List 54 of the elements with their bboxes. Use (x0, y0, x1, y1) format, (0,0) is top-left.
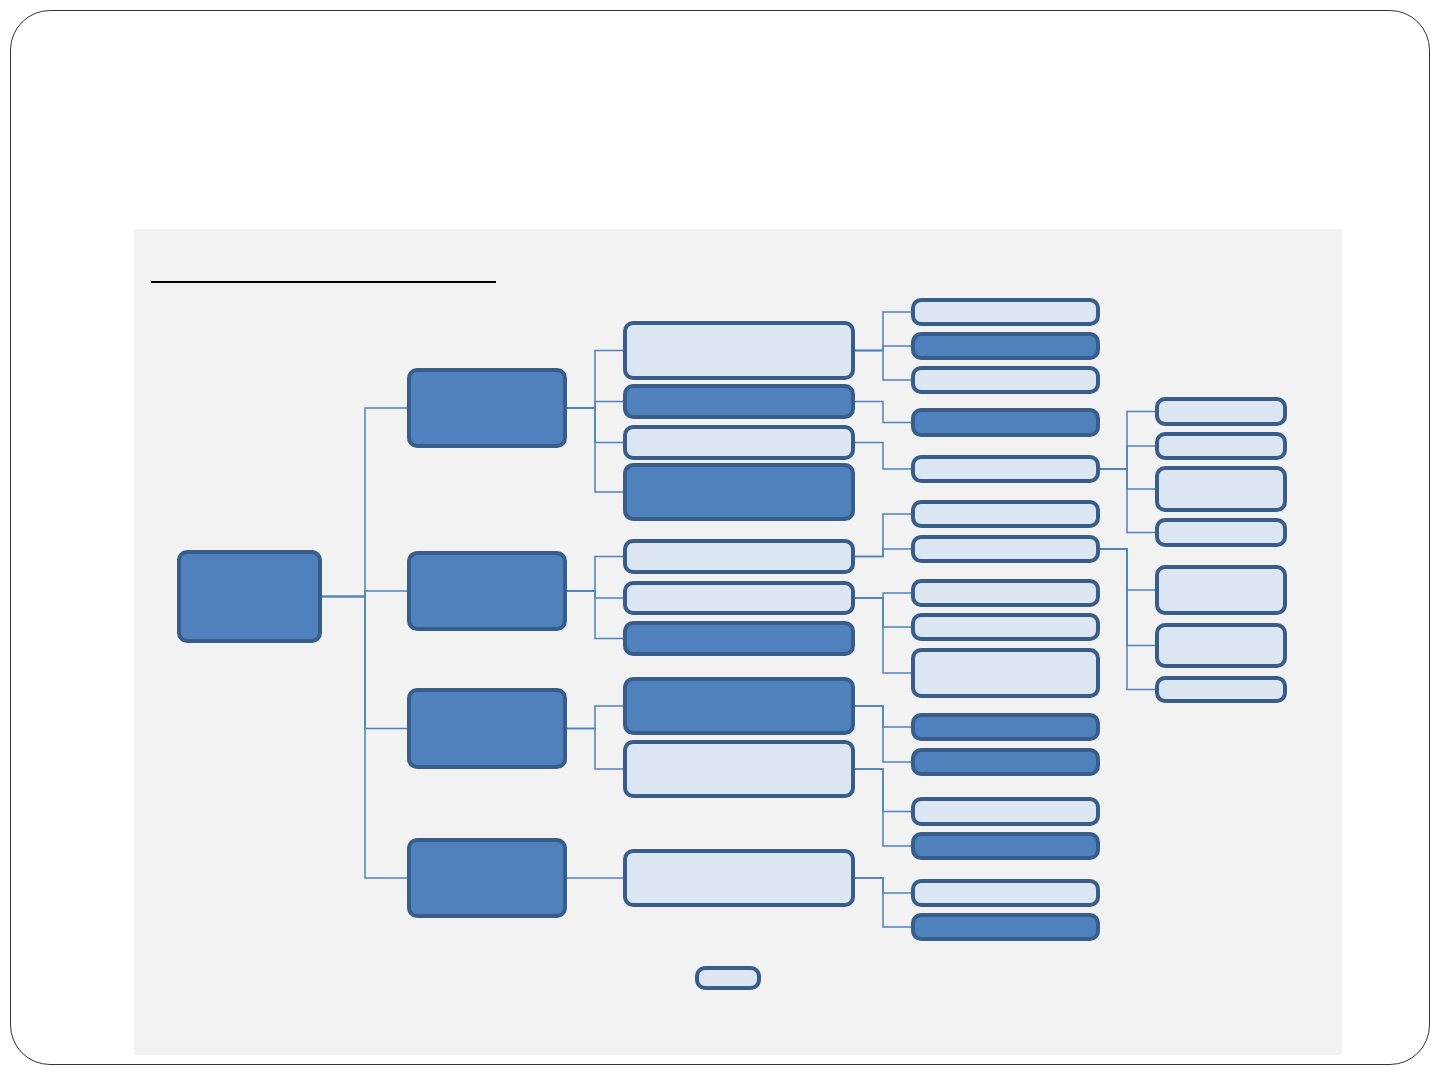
tree-box (1155, 518, 1287, 547)
connector-line (321, 595, 408, 879)
tree-box (623, 581, 855, 615)
tree-box (623, 463, 855, 521)
tree-box (1155, 623, 1287, 668)
tree-box (695, 966, 761, 990)
tree-box (623, 321, 855, 380)
tree-box (623, 425, 855, 460)
connector-line (854, 877, 912, 928)
tree-box (623, 849, 855, 907)
tree-box (407, 838, 567, 918)
connector-line (854, 441, 912, 470)
connector-line (854, 597, 912, 674)
tree-box (1155, 676, 1287, 703)
tree-box (911, 613, 1100, 641)
tree-box (911, 298, 1100, 326)
tree-box (623, 677, 855, 735)
connector-line (854, 349, 912, 381)
tree-box (911, 648, 1100, 698)
connector-line (1099, 468, 1156, 534)
connector-line (566, 727, 624, 770)
tree-box (407, 368, 567, 448)
connector-line (566, 407, 624, 493)
tree-box (1155, 432, 1287, 460)
tree-box (911, 455, 1100, 483)
tree-box (623, 539, 855, 574)
tree-box (911, 332, 1100, 360)
connector-line (854, 768, 912, 847)
tree-box (407, 688, 567, 769)
connector-line (566, 877, 624, 879)
tree-box (911, 913, 1100, 941)
tree-box (911, 832, 1100, 860)
tree-box (1155, 397, 1287, 426)
tree-box (623, 621, 855, 656)
tree-box (911, 797, 1100, 826)
tree-box (623, 740, 855, 798)
tree-box (911, 713, 1100, 741)
connector-line (1099, 548, 1156, 691)
tree-box (911, 500, 1100, 528)
tree-box (911, 408, 1100, 437)
tree-box (911, 535, 1100, 563)
tree-box (1155, 565, 1287, 615)
connector-line (854, 705, 912, 763)
connector-line (854, 400, 912, 424)
tree-box (623, 384, 855, 419)
connector-line (854, 548, 912, 558)
tree-box (407, 551, 567, 631)
tree-box (911, 579, 1100, 607)
connector-line (566, 590, 624, 640)
tree-box (1155, 466, 1287, 512)
tree-box (911, 748, 1100, 776)
tree-box (177, 550, 322, 643)
tree-box (911, 879, 1100, 907)
tree-box (911, 366, 1100, 394)
